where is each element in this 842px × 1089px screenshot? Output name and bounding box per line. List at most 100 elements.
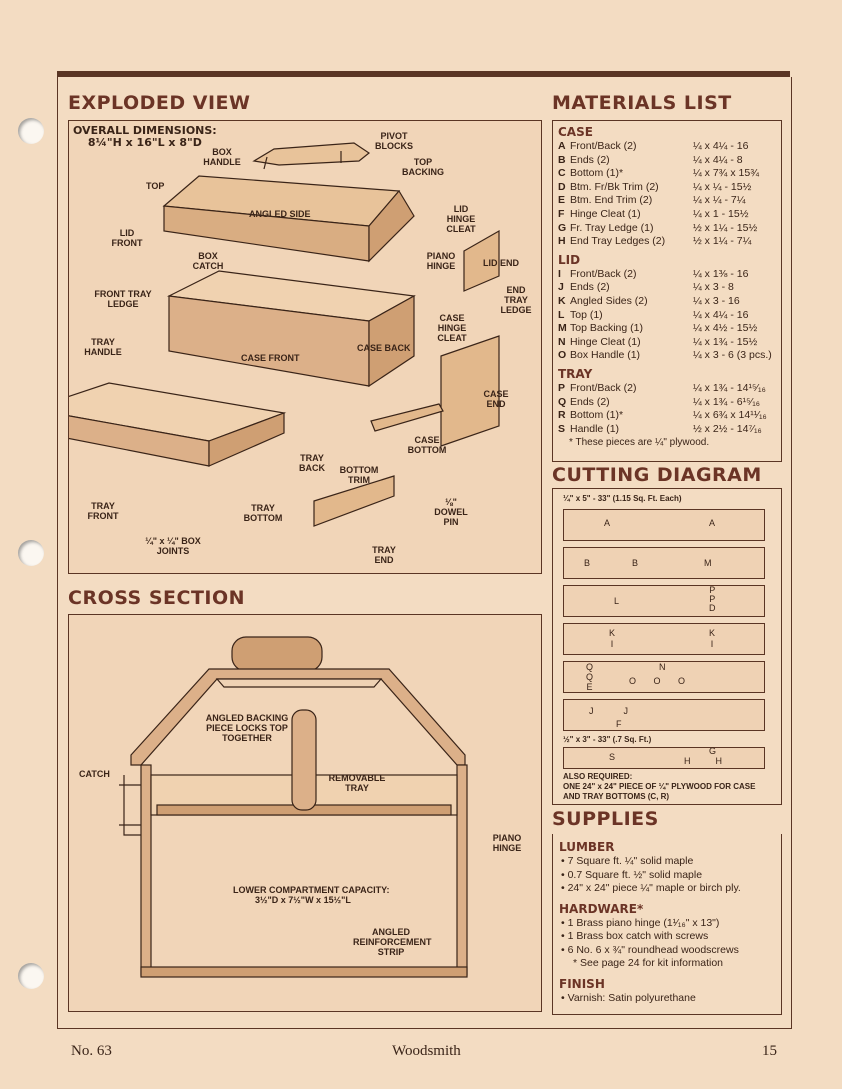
supply-item: • 24" x 24" piece ¼" maple or birch ply.: [553, 882, 781, 896]
bullet-icon: •: [561, 882, 568, 894]
cutting-diagram-panel: ¼" x 5" - 33" (1.15 Sq. Ft. Each) A A B …: [552, 488, 782, 805]
part-dimensions: ¼ x 4½ - 15½: [693, 322, 758, 335]
label-lower-capacity: LOWER COMPARTMENT CAPACITY:: [233, 885, 390, 895]
part-m: M: [704, 558, 712, 568]
part-letter: P: [558, 381, 566, 394]
case-left-wall: [140, 764, 152, 976]
label-tray-back: TRAY BACK: [299, 453, 325, 473]
part-name: Btm. End Trim (2): [570, 194, 653, 207]
also-required-title: ALSO REQUIRED:: [563, 772, 633, 781]
part-dimensions: ¼ x 4¼ - 8: [693, 153, 743, 166]
part-dimensions: ¼ x 1¾ - 14¹⁵⁄₁₆: [693, 381, 766, 394]
label-tray-end: TRAY END: [372, 545, 396, 565]
part-letter: L: [558, 308, 565, 321]
part-dimensions: ½ x 1¼ - 7¼: [693, 235, 752, 248]
label-tray-front: TRAY FRONT: [87, 501, 119, 521]
label-top-backing: TOP BACKING: [402, 157, 444, 177]
label-piano-hinge-cross: PIANO HINGE: [492, 833, 522, 853]
part-letter: G: [558, 221, 567, 234]
part-letter: K: [558, 294, 566, 307]
exploded-view-drawing: [69, 142, 500, 527]
page-number: 15: [762, 1043, 777, 1059]
magazine-name: Woodsmith: [392, 1043, 461, 1059]
issue-number: No. 63: [71, 1043, 112, 1059]
part-name: Front/Back (2): [570, 381, 637, 394]
finish-title: FINISH: [559, 976, 605, 991]
label-pivot-blocks: PIVOT BLOCKS: [375, 131, 413, 151]
bullet-icon: •: [561, 855, 568, 867]
supply-text: 24" x 24" piece ¼" maple or birch ply.: [567, 882, 741, 894]
label-top: TOP: [146, 181, 165, 191]
plywood-note: * These pieces are ¼" plywood.: [569, 437, 710, 449]
label-lid-front: LID FRONT: [111, 228, 143, 248]
part-letter: F: [558, 207, 565, 220]
supply-text: 1 Brass piano hinge (1¹⁄₁₆" x 13"): [567, 916, 720, 929]
material-row: P Front/Back (2) ¼ x 1¾ - 14¹⁵⁄₁₆: [553, 382, 781, 396]
part-a-1: A: [604, 518, 611, 528]
part-g: G: [709, 746, 717, 756]
cutting-diagram-title: CUTTING DIAGRAM: [552, 464, 762, 486]
part-dimensions: ¼ x 6¾ x 14¹¹⁄₁₆: [693, 409, 767, 422]
hardware-title: HARDWARE*: [559, 901, 644, 916]
bullet-icon: •: [561, 868, 568, 881]
lid-end-shape: [463, 229, 500, 292]
part-dimensions: ¼ x 3 - 8: [693, 281, 734, 294]
label-box-joints: ¼" x ¼" BOX JOINTS: [145, 536, 201, 556]
case-section-title: CASE: [558, 125, 593, 139]
cross-section-drawing: [119, 636, 468, 978]
binder-hole-2: [18, 540, 44, 566]
supply-text: 0.7 Square ft. ½" solid maple: [567, 868, 703, 881]
part-letter: C: [558, 167, 566, 180]
label-removable-tray: REMOVABLE TRAY: [328, 773, 386, 793]
part-dimensions: ½ x 2½ - 14⁷⁄₁₆: [693, 422, 762, 435]
part-j: J J: [589, 706, 629, 716]
label-angled-backing: ANGLED BACKING PIECE LOCKS TOP TOGETHER: [205, 713, 289, 743]
binder-hole-3: [18, 963, 44, 989]
supplies-title: SUPPLIES: [552, 808, 659, 830]
part-name: End Tray Ledges (2): [570, 235, 666, 248]
label-case-hinge-cleat: CASE HINGE CLEAT: [437, 313, 467, 343]
part-name: Bottom (1)*: [570, 167, 624, 180]
top-rule: [57, 71, 790, 77]
part-name: Ends (2): [570, 281, 610, 294]
part-dimensions: ¼ x 4¼ - 16: [693, 308, 749, 321]
label-case-back: CASE BACK: [357, 343, 411, 353]
part-letter: A: [558, 140, 566, 152]
part-name: Bottom (1)*: [570, 409, 624, 422]
part-letter: N: [558, 335, 566, 348]
supply-item: • 7 Square ft. ¼" solid maple: [553, 855, 781, 869]
part-name: Ends (2): [570, 395, 610, 408]
part-name: Top (1): [570, 308, 603, 321]
part-name: Handle (1): [570, 422, 620, 435]
exploded-view-panel: OVERALL DIMENSIONS: 8¼"H x 16"L x 8"D: [68, 120, 542, 574]
supply-item: • 1 Brass piano hinge (1¹⁄₁₆" x 13"): [553, 917, 781, 931]
part-letter: J: [558, 281, 564, 294]
lumber-title: LUMBER: [559, 840, 615, 854]
label-lid-end: LID END: [483, 258, 519, 268]
supply-item: • 1 Brass box catch with screws: [553, 930, 781, 944]
page-frame: [57, 77, 792, 1029]
part-o: O O O: [629, 676, 686, 686]
part-s: S: [609, 752, 616, 762]
board-a: A A: [563, 509, 765, 541]
box-handle-shape: [252, 142, 371, 166]
bullet-icon: •: [561, 943, 568, 956]
supply-text: 7 Square ft. ¼" solid maple: [567, 855, 694, 867]
box-handle-section: [231, 636, 323, 672]
part-h: H H: [684, 756, 723, 766]
supply-text: Varnish: Satin polyurethane: [567, 991, 696, 1004]
lumber-list: • 7 Square ft. ¼" solid maple• 0.7 Squar…: [553, 855, 781, 896]
